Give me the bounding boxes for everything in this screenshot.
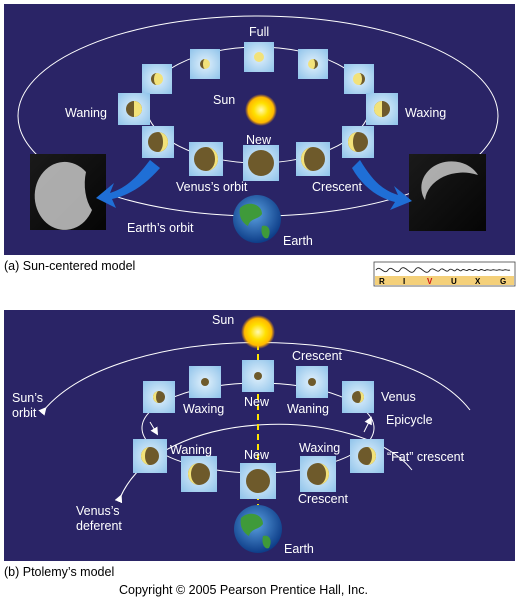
label-sun: Sun bbox=[213, 93, 235, 107]
label-waxing-bottom: Waxing bbox=[299, 441, 340, 455]
sun-icon-b bbox=[241, 315, 275, 349]
sun-icon bbox=[245, 94, 277, 126]
venus-phase-tiles-b bbox=[133, 360, 384, 499]
band-x: X bbox=[475, 277, 481, 286]
panel-b: Sun Crescent Sun’s orbit Waxing New Wani… bbox=[4, 310, 515, 561]
label-new-bottom: New bbox=[244, 448, 270, 462]
label-venus-deferent-2: deferent bbox=[76, 519, 122, 533]
band-g: G bbox=[500, 277, 506, 286]
label-crescent: Crescent bbox=[312, 180, 363, 194]
label-earth: Earth bbox=[283, 234, 313, 248]
band-i: I bbox=[403, 277, 405, 286]
label-full: Full bbox=[249, 25, 269, 39]
venus-photo-left bbox=[30, 154, 106, 230]
band-u: U bbox=[451, 277, 457, 286]
label-crescent-bottom: Crescent bbox=[298, 492, 349, 506]
label-sun-b: Sun bbox=[212, 313, 234, 327]
arrow-left-icon bbox=[96, 160, 160, 208]
arrow-right-icon bbox=[352, 160, 412, 210]
caption-b: (b) Ptolemy’s model bbox=[4, 565, 114, 579]
label-suns-orbit-2: orbit bbox=[12, 406, 37, 420]
label-earth-b: Earth bbox=[284, 542, 314, 556]
label-epicycle: Epicycle bbox=[386, 413, 433, 427]
label-waxing-top: Waxing bbox=[183, 402, 224, 416]
band-r: R bbox=[379, 277, 385, 286]
label-suns-orbit-1: Sun’s bbox=[12, 391, 43, 405]
earth-icon-a bbox=[233, 195, 281, 243]
label-waning-bottom: Waning bbox=[170, 443, 212, 457]
label-venus-deferent-1: Venus’s bbox=[76, 504, 120, 518]
label-waning-top: Waning bbox=[287, 402, 329, 416]
label-crescent-top: Crescent bbox=[292, 349, 343, 363]
venus-phase-tiles-a bbox=[118, 42, 398, 181]
label-venus: Venus bbox=[381, 390, 416, 404]
label-earth-orbit: Earth’s orbit bbox=[127, 221, 194, 235]
caption-a: (a) Sun-centered model bbox=[4, 259, 135, 273]
copyright: Copyright © 2005 Pearson Prentice Hall, … bbox=[119, 583, 368, 597]
label-new: New bbox=[246, 133, 272, 147]
venus-photo-right bbox=[409, 154, 486, 231]
label-waning: Waning bbox=[65, 106, 107, 120]
label-venus-orbit: Venus’s orbit bbox=[176, 180, 248, 194]
panel-a: Full Sun Waning Waxing New Venus’s orbit… bbox=[4, 4, 515, 255]
label-new-top: New bbox=[244, 395, 270, 409]
label-fat-crescent: “Fat” crescent bbox=[387, 450, 465, 464]
earth-icon-b bbox=[234, 505, 282, 553]
label-waxing: Waxing bbox=[405, 106, 446, 120]
spectrum-band: R I V U X G bbox=[373, 261, 516, 287]
band-v: V bbox=[427, 277, 433, 286]
